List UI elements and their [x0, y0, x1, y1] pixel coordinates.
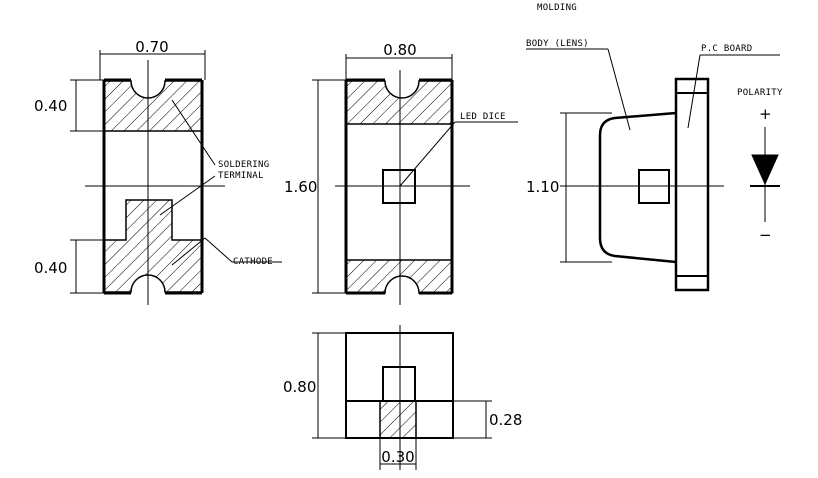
molding-label-1: MOLDING	[537, 3, 577, 13]
cathode-leader	[171, 237, 206, 266]
soldering-terminal-label-2: TERMINAL	[218, 171, 264, 181]
front-upper-pad	[345, 80, 453, 125]
led-dice-label: LED DICE	[460, 112, 506, 122]
pcb-leader	[687, 54, 701, 129]
soldering-leader-upper	[171, 99, 216, 166]
led-die	[382, 169, 416, 204]
end-pad-height-dimension: 0.28	[489, 411, 522, 429]
end-height-dimension: 0.80	[283, 378, 316, 396]
front-width-dimension: 0.80	[383, 41, 416, 59]
top-pad-height-dimension: 0.40	[34, 97, 67, 115]
molding-label-2: BODY (LENS)	[526, 39, 589, 49]
soldering-terminal-label-1: SOLDERING	[218, 160, 269, 170]
side-height-dimension: 1.10	[526, 178, 559, 196]
front-lower-pad	[345, 259, 453, 294]
led-dice-leader	[399, 121, 456, 187]
front-view: LED DICE 0.80 1.60	[284, 41, 518, 305]
end-pad-width-dimension: 0.30	[381, 448, 414, 466]
polarity-title: POLARITY	[737, 88, 783, 98]
cathode-label: CATHODE	[233, 257, 273, 267]
pcb-board	[674, 77, 710, 292]
top-view: 0.70 0.40 0.40 SOLDERING TERMINAL CATHOD…	[34, 38, 282, 305]
bottom-pad-height-dimension: 0.40	[34, 259, 67, 277]
diode-triangle-icon	[751, 154, 779, 186]
end-view-die	[382, 366, 416, 402]
soldering-leader-lower	[159, 175, 216, 216]
lower-soldering-pad	[103, 199, 203, 293]
top-width-dimension: 0.70	[135, 38, 168, 56]
end-view: 0.80 0.28 0.30	[283, 325, 522, 470]
front-height-dimension: 1.60	[284, 178, 317, 196]
polarity-minus: −	[759, 226, 772, 244]
molding-leader	[607, 48, 631, 131]
side-view: 1.10 MOLDING BODY (LENS) P.C BOARD	[526, 3, 780, 292]
pcb-label: P.C BOARD	[701, 44, 752, 54]
end-view-pad	[379, 400, 417, 439]
polarity-plus: +	[759, 105, 772, 123]
polarity-symbol: POLARITY + −	[737, 88, 783, 244]
